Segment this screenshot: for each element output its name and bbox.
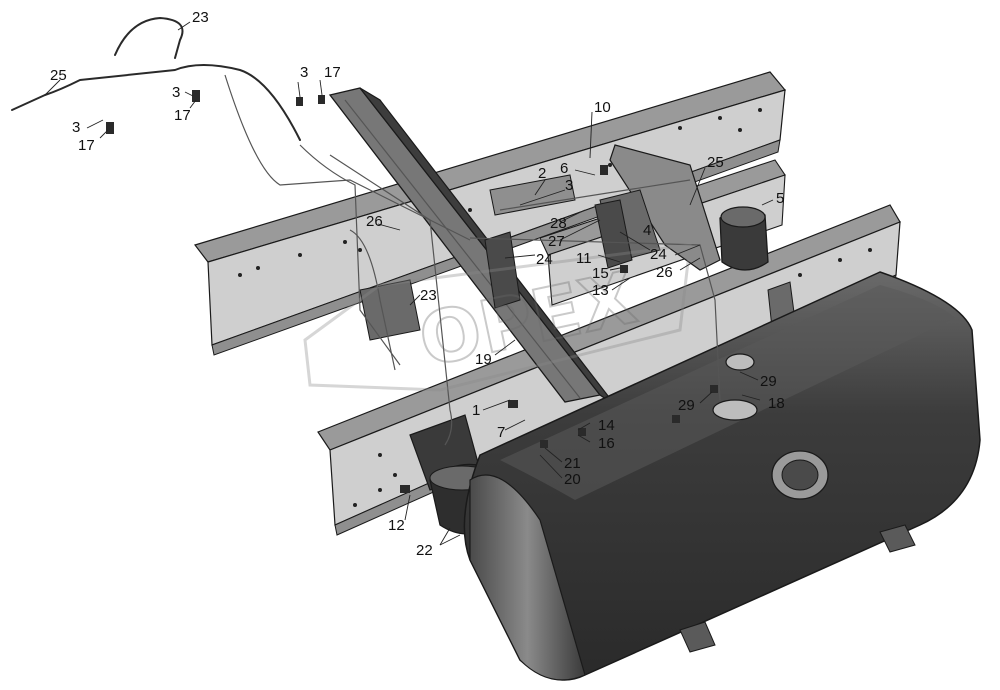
callout-15: 15 — [592, 265, 609, 282]
leader-lines — [44, 21, 774, 546]
tank-strap-fitting — [771, 450, 829, 500]
callout-25-right: 25 — [707, 154, 724, 171]
callout-6: 6 — [560, 160, 568, 177]
callout-2: 2 — [538, 165, 546, 182]
callout-10: 10 — [594, 99, 611, 116]
callout-11: 11 — [576, 250, 592, 267]
rail-holes — [238, 108, 872, 507]
callout-1: 1 — [472, 402, 480, 419]
callout-13: 13 — [592, 282, 609, 299]
callout-20: 20 — [564, 471, 581, 488]
callout-26-left: 26 — [366, 213, 383, 230]
callout-26-right: 26 — [656, 264, 673, 281]
fuel-tank-end — [469, 474, 586, 681]
callout-24-right: 24 — [650, 246, 667, 263]
callout-7: 7 — [497, 424, 505, 441]
tank-filler-cap — [712, 399, 758, 421]
bracket-left — [359, 279, 796, 341]
callout-17-left: 17 — [78, 137, 95, 154]
callout-3-top: 3 — [300, 64, 308, 81]
callout-21: 21 — [564, 455, 581, 472]
callout-18: 18 — [768, 395, 785, 412]
callout-3-left: 3 — [72, 119, 80, 136]
filter-canister-5 — [719, 206, 769, 271]
tank-foot — [879, 524, 916, 553]
callout-25-left: 25 — [50, 67, 67, 84]
tank-foot — [679, 621, 716, 653]
callout-14: 14 — [598, 417, 615, 434]
callout-29-left: 29 — [678, 397, 695, 414]
callout-labels: 23 25 3 17 3 17 3 17 10 25 5 2 6 3 26 28… — [50, 9, 785, 559]
callout-29-right: 29 — [760, 373, 777, 390]
fuel-lines — [11, 17, 721, 446]
callout-19: 19 — [475, 351, 492, 368]
fuel-tank-top-highlight — [500, 285, 955, 500]
callout-27: 27 — [548, 233, 565, 250]
fuel-tank — [463, 271, 981, 681]
callout-23-top: 23 — [192, 9, 209, 26]
fuel-tank-body — [463, 271, 981, 681]
callout-3-mid: 3 — [172, 84, 180, 101]
callout-23-bottom: 23 — [420, 287, 437, 304]
callout-3-center: 3 — [565, 177, 573, 194]
callout-17-mid: 17 — [174, 107, 191, 124]
fasteners — [106, 90, 718, 493]
bracket-middle — [484, 174, 633, 309]
callout-24-left: 24 — [536, 251, 553, 268]
callout-17-top: 17 — [324, 64, 341, 81]
callout-4: 4 — [643, 222, 651, 239]
callout-22: 22 — [416, 542, 433, 559]
callout-12: 12 — [388, 517, 405, 534]
tank-sender-flange — [725, 353, 755, 371]
callout-16: 16 — [598, 435, 615, 452]
callout-28: 28 — [550, 215, 567, 232]
callout-5: 5 — [776, 190, 784, 207]
